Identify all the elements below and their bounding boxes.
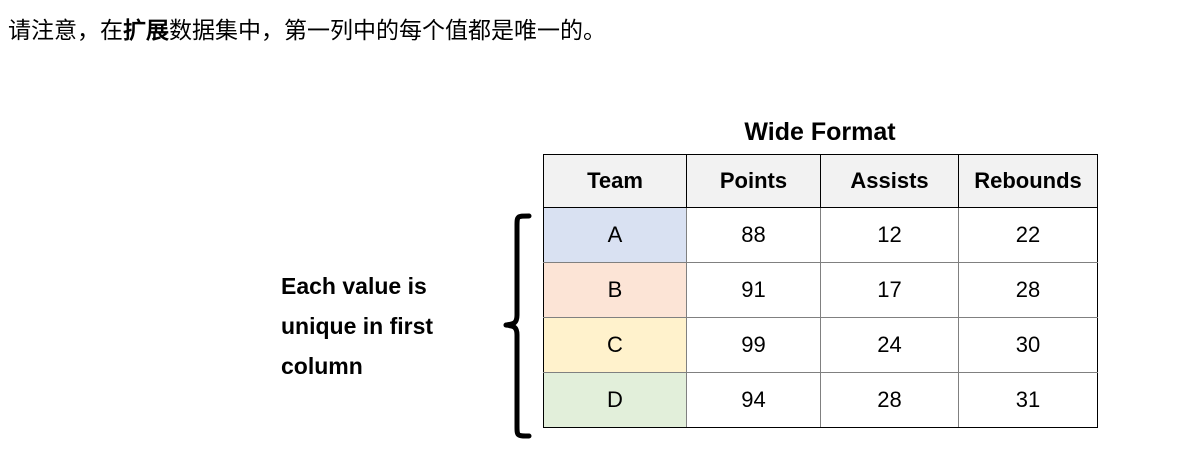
column-header-assists: Assists <box>820 154 959 208</box>
cell-points: 94 <box>686 372 821 428</box>
annotation-label: Each value is unique in first column <box>281 273 434 379</box>
table-title: Wide Format <box>744 118 896 146</box>
cell-team: C <box>543 317 687 373</box>
cell-rebounds: 28 <box>958 262 1098 318</box>
cell-team: A <box>543 207 687 263</box>
column-header-points: Points <box>686 154 821 208</box>
intro-text-after: 数据集中，第一列中的每个值都是唯一的。 <box>169 17 606 43</box>
table-row: B 91 17 28 <box>543 262 1098 318</box>
cell-points: 99 <box>686 317 821 373</box>
cell-assists: 24 <box>820 317 959 373</box>
table-row: D 94 28 31 <box>543 372 1098 428</box>
intro-text-before: 请注意，在 <box>8 17 123 43</box>
cell-assists: 28 <box>820 372 959 428</box>
column-header-rebounds: Rebounds <box>958 154 1098 208</box>
intro-sentence: 请注意，在扩展数据集中，第一列中的每个值都是唯一的。 <box>8 14 606 46</box>
wide-format-table: Team Points Assists Rebounds A 88 12 22 … <box>543 154 1098 428</box>
cell-assists: 12 <box>820 207 959 263</box>
cell-points: 91 <box>686 262 821 318</box>
table-row: C 99 24 30 <box>543 317 1098 373</box>
cell-rebounds: 31 <box>958 372 1098 428</box>
intro-text-emphasis: 扩展 <box>123 17 169 43</box>
cell-assists: 17 <box>820 262 959 318</box>
column-header-team: Team <box>543 154 687 208</box>
table-header-row: Team Points Assists Rebounds <box>543 154 1098 208</box>
cell-team: D <box>543 372 687 428</box>
cell-points: 88 <box>686 207 821 263</box>
table-row: A 88 12 22 <box>543 207 1098 263</box>
wide-format-table-block: Wide Format Team Points Assists Rebounds… <box>543 114 1098 428</box>
cell-rebounds: 30 <box>958 317 1098 373</box>
curly-brace-icon <box>503 212 533 440</box>
cell-rebounds: 22 <box>958 207 1098 263</box>
cell-team: B <box>543 262 687 318</box>
